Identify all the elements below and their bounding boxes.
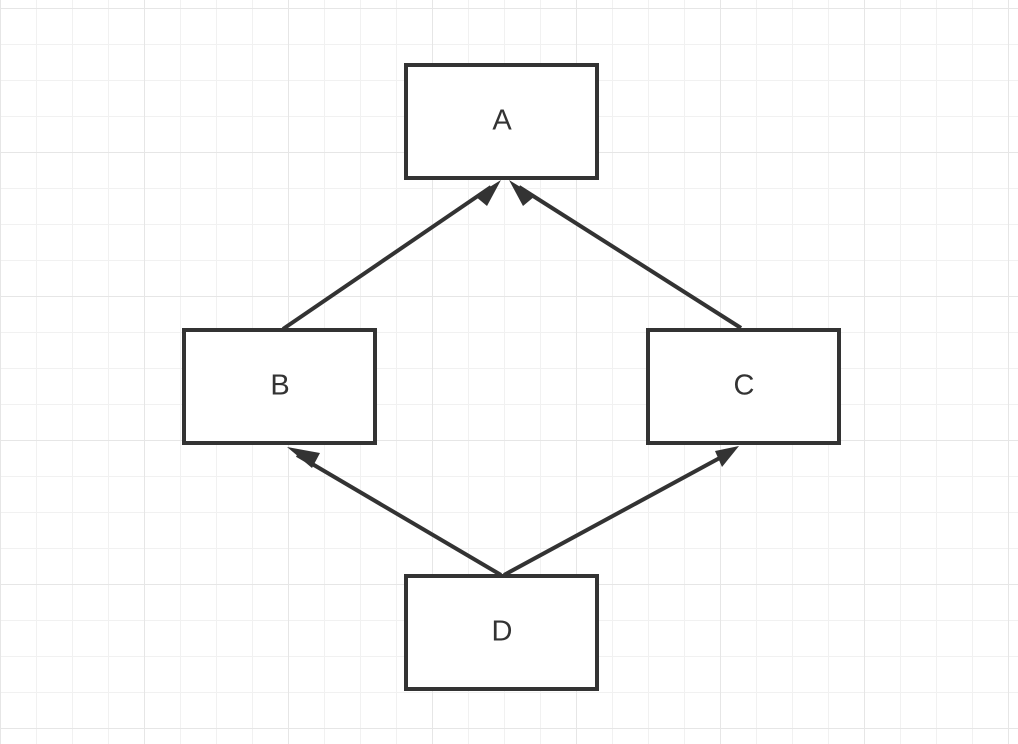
edge-b-to-a[interactable]: [281, 180, 501, 331]
node-d-label: D: [492, 616, 513, 648]
node-c[interactable]: C: [646, 328, 841, 445]
node-b[interactable]: B: [182, 328, 377, 445]
node-b-label: B: [270, 370, 289, 402]
edge-d-to-b[interactable]: [287, 447, 503, 577]
node-d[interactable]: D: [404, 574, 599, 691]
node-c-label: C: [734, 370, 755, 402]
node-a[interactable]: A: [404, 63, 599, 180]
edge-c-to-a[interactable]: [509, 180, 743, 330]
edge-d-to-c[interactable]: [503, 446, 739, 577]
node-a-label: A: [492, 105, 512, 137]
